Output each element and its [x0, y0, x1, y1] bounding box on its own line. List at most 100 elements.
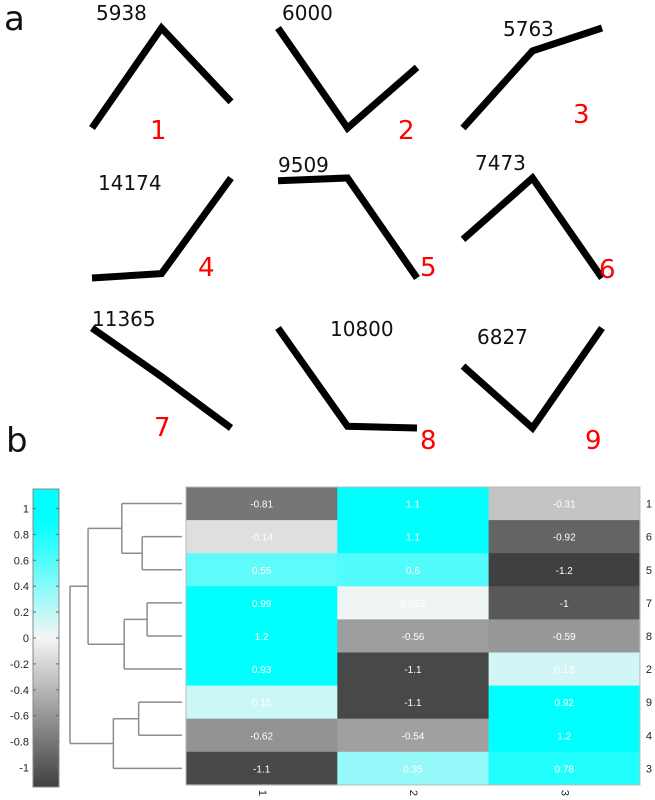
pattern-line-5 [277, 174, 420, 280]
heatmap-col-label: 3 [558, 790, 570, 796]
colorbar-tick-label: -1 [19, 763, 29, 775]
heatmap-row-7: 0.99 0.022 -1 7 [186, 586, 652, 620]
heatmap-cell-label: 0.99 [252, 599, 272, 610]
heatmap-cell [488, 619, 641, 653]
heatmap-cell-label: 1.1 [406, 533, 420, 544]
heatmap-cell [186, 520, 338, 554]
pattern-2: 6000 2 [275, 1, 420, 146]
heatmap-cell [488, 718, 641, 753]
heatmap-row-label: 2 [646, 664, 652, 676]
pattern-count-5: 9509 [278, 153, 329, 177]
pattern-id-8: 8 [420, 426, 437, 456]
heatmap-cell [488, 652, 641, 687]
heatmap-row-label: 6 [646, 532, 652, 544]
colorbar: 10.80.60.40.20-0.2-0.4-0.6-0.8-1 [10, 488, 60, 788]
colorbar-tick-label: -0.2 [10, 659, 29, 671]
heatmap-cell-label: 0.022 [400, 599, 425, 610]
heatmap-cell [186, 487, 338, 521]
heatmap-cell-label: -0.14 [250, 533, 273, 544]
pattern-count-9: 6827 [477, 325, 528, 349]
pattern-count-3: 5763 [503, 17, 554, 41]
pattern-count-2: 6000 [282, 1, 333, 25]
heatmap-cell-label: -1.2 [556, 566, 574, 577]
colorbar-tick-label: 0.4 [14, 581, 29, 593]
pattern-line-9 [460, 326, 605, 434]
heatmap-cell [337, 586, 490, 620]
heatmap-row-6: -0.14 1.1 -0.92 6 [186, 520, 652, 554]
heatmap-cell-label: -0.31 [553, 500, 576, 511]
heatmap-cell-label: 1.2 [557, 731, 571, 742]
heatmap-cell-label: -1.1 [253, 764, 271, 775]
pattern-id-6: 6 [599, 255, 616, 285]
colorbar-gradient [32, 488, 60, 788]
heatmap-cell-label: -0.59 [553, 632, 576, 643]
panel-label-b: b [6, 421, 28, 461]
heatmap-cell [488, 586, 641, 620]
heatmap-cell [186, 586, 338, 620]
heatmap-row-label: 9 [646, 697, 652, 709]
heatmap-frame [185, 486, 641, 786]
heatmap-cell-label: 1.2 [255, 632, 269, 643]
colorbar-tick-label: 0 [23, 633, 29, 645]
pattern-count-4: 14174 [98, 171, 162, 195]
colorbar-tick-label: 0.2 [14, 607, 29, 619]
heatmap-col-label: 1 [256, 790, 268, 796]
panel-label-a: a [4, 0, 25, 39]
heatmap-cell-label: 0.55 [252, 566, 272, 577]
heatmap-cell [488, 553, 641, 587]
heatmap-cell-label: -1 [560, 599, 569, 610]
heatmap-cell-label: 0.6 [406, 566, 420, 577]
heatmap-cell-label: 1.1 [406, 500, 420, 511]
pattern-count-7: 11365 [92, 307, 156, 331]
heatmap-cell-label: 0.92 [555, 698, 575, 709]
colorbar-tick-label: -0.6 [10, 711, 29, 723]
pattern-line-3 [460, 24, 604, 131]
heatmap-cell-label: 0.35 [403, 764, 423, 775]
pattern-count-6: 7473 [475, 151, 526, 175]
pattern-id-7: 7 [154, 413, 171, 443]
pattern-6: 7473 6 [460, 151, 616, 285]
pattern-line-4 [91, 175, 234, 282]
heatmap-cell [488, 520, 641, 554]
pattern-id-3: 3 [573, 100, 590, 130]
heatmap-cell-label: 0.15 [252, 698, 272, 709]
heatmap-cell-label: -0.62 [250, 731, 273, 742]
dendrogram [69, 502, 182, 770]
heatmap-cell [337, 685, 490, 720]
heatmap-row-label: 8 [646, 631, 652, 643]
heatmap-cell [337, 751, 490, 786]
heatmap-cell [337, 553, 490, 587]
heatmap-cell [186, 652, 338, 687]
pattern-id-5: 5 [420, 253, 437, 283]
heatmap-cell [337, 520, 490, 554]
heatmap-row-label: 1 [646, 499, 652, 511]
heatmap-row-label: 3 [646, 763, 652, 775]
colorbar-tick-label: -0.4 [10, 685, 29, 697]
heatmap-col-label: 2 [407, 790, 419, 796]
pattern-id-2: 2 [398, 116, 415, 146]
pattern-count-1: 5938 [96, 1, 147, 25]
pattern-line-6 [460, 172, 605, 280]
pattern-line-7 [89, 325, 234, 431]
heatmap-cell [488, 751, 641, 786]
heatmap-row-label: 7 [646, 598, 652, 610]
heatmap-cell-label: -1.1 [404, 665, 422, 676]
heatmap-cell-label: -0.81 [250, 500, 273, 511]
heatmap-row-label: 4 [646, 730, 652, 742]
colorbar-tick-label: -0.8 [10, 737, 29, 749]
heatmap-cell-label: -0.92 [553, 533, 576, 544]
pattern-line-1 [89, 22, 234, 130]
pattern-id-4: 4 [198, 253, 215, 283]
colorbar-tick-label: 1 [23, 503, 29, 515]
heatmap-cell [186, 685, 338, 720]
heatmap-cell [337, 487, 490, 521]
heatmap-cell [186, 751, 338, 786]
heatmap-cell [186, 553, 338, 587]
heatmap-cell-label: -0.54 [402, 731, 425, 742]
